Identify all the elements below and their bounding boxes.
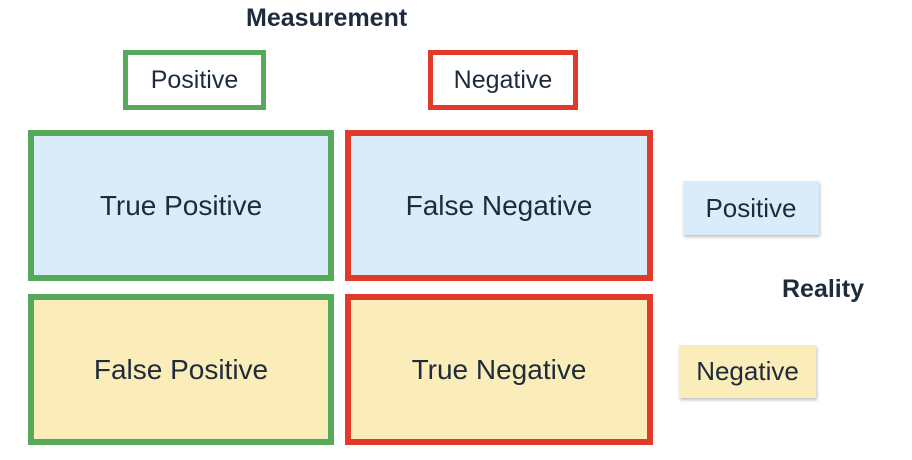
reality-negative-legend: Negative xyxy=(679,345,816,398)
reality-title: Reality xyxy=(782,275,864,303)
reality-positive-label: Positive xyxy=(705,192,797,223)
measurement-positive-header: Positive xyxy=(123,50,266,110)
reality-positive-legend: Positive xyxy=(683,181,819,235)
true-negative-cell: True Negative xyxy=(345,294,653,445)
false-positive-label: False Positive xyxy=(93,353,269,385)
measurement-title: Measurement xyxy=(246,4,408,32)
measurement-positive-label: Positive xyxy=(150,65,239,94)
false-negative-cell: False Negative xyxy=(345,130,653,281)
false-positive-cell: False Positive xyxy=(28,294,334,445)
true-negative-label: True Negative xyxy=(411,353,587,385)
true-positive-label: True Positive xyxy=(99,189,263,221)
measurement-negative-header: Negative xyxy=(428,50,578,110)
reality-negative-label: Negative xyxy=(696,356,799,386)
false-negative-label: False Negative xyxy=(405,189,593,221)
measurement-negative-label: Negative xyxy=(453,65,553,94)
true-positive-cell: True Positive xyxy=(28,130,334,281)
